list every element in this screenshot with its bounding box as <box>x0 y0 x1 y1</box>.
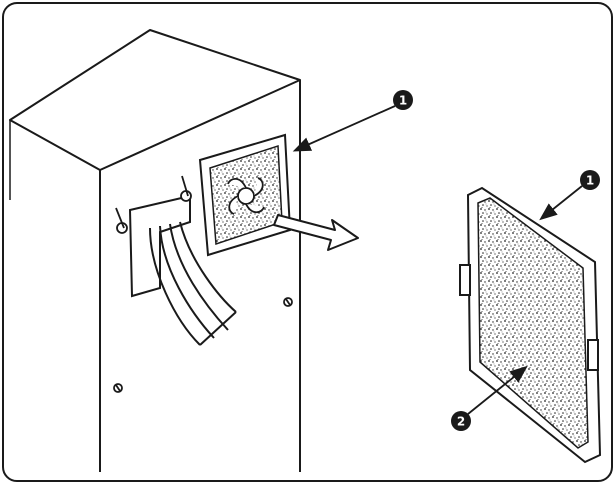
svg-text:2: 2 <box>457 415 465 429</box>
cable-bundle <box>128 194 237 346</box>
leader-line-2 <box>467 365 528 415</box>
detached-filter-cover <box>459 186 602 464</box>
svg-text:1: 1 <box>399 94 407 108</box>
svg-text:1: 1 <box>586 174 594 188</box>
callout-2-filter: 2 <box>451 411 471 431</box>
screw-icon <box>113 175 293 393</box>
callout-1-fan-cover: 1 <box>393 90 413 110</box>
removal-arrow <box>273 214 359 251</box>
leader-line-1a <box>292 105 396 152</box>
callout-1-detached-cover: 1 <box>580 170 600 190</box>
leader-line-1b <box>539 185 583 221</box>
